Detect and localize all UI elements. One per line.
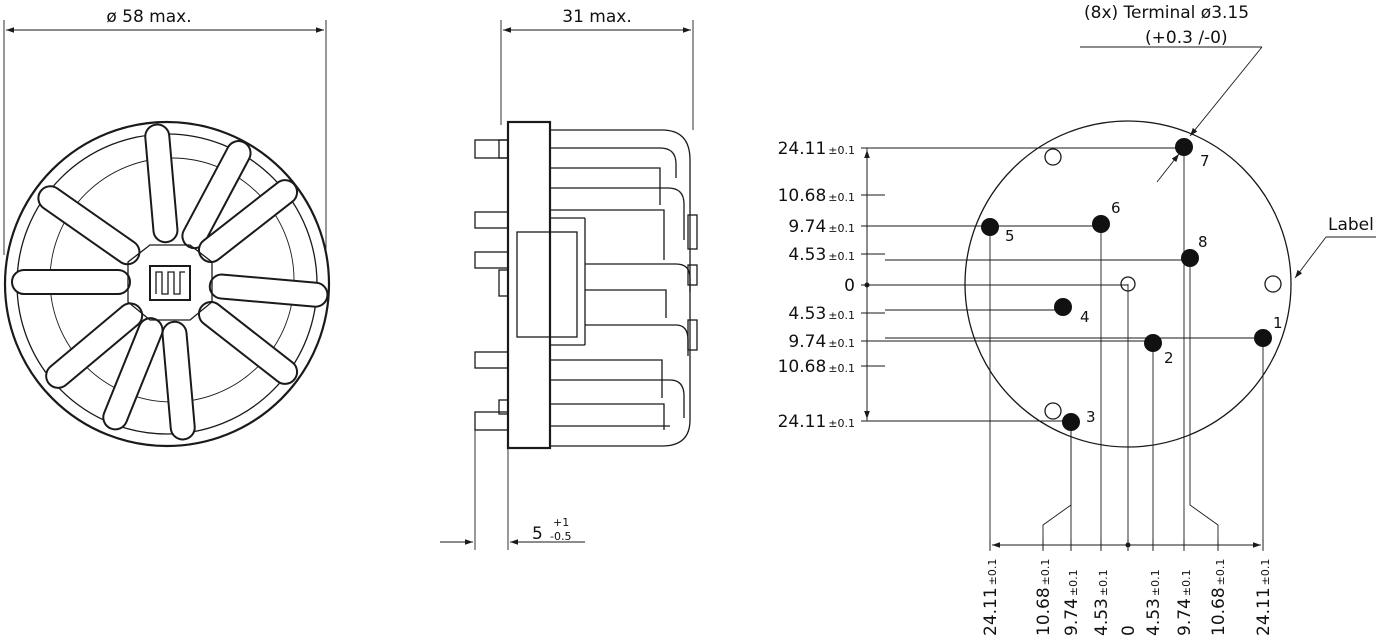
vertical-dim-label: 4.53±0.1 <box>788 245 855 265</box>
side-body-outline <box>550 129 691 447</box>
terminal-pin <box>1181 249 1199 267</box>
horizontal-dim-label: 9.74±0.1 <box>1175 569 1195 636</box>
terminal-pin <box>1254 329 1272 347</box>
pin-length-label: 5 <box>532 524 543 544</box>
terminal-pin-number: 1 <box>1273 314 1283 332</box>
horizontal-dim-label: 24.11±0.1 <box>1254 559 1274 636</box>
horizontal-dim-label: 4.53±0.1 <box>1092 569 1112 636</box>
terminal-callout-line2: (+0.3 /-0) <box>1145 28 1228 48</box>
terminal-pin <box>1054 298 1072 316</box>
pin-leader-vertical <box>1042 422 1072 550</box>
side-flange <box>506 120 552 450</box>
top-view: (8x) Terminal ø3.15 (+0.3 /-0) Label <box>964 3 1376 448</box>
terminal-pin <box>1175 138 1193 156</box>
terminal-callout-line1: (8x) Terminal ø3.15 <box>1084 3 1249 23</box>
terminal-pin <box>1062 413 1080 431</box>
terminal-callout-leader <box>1189 46 1263 137</box>
vertical-dim-label: 24.11±0.1 <box>778 412 855 432</box>
vertical-dim-label: 24.11±0.1 <box>778 139 855 159</box>
vertical-dim-label: 9.74±0.1 <box>788 217 855 237</box>
logo-mark-icon <box>155 271 185 295</box>
vertical-dim-label: 0 <box>844 276 855 296</box>
terminal-pin <box>1144 334 1162 352</box>
pin-tol-minus: -0.5 <box>550 530 571 543</box>
side-windings <box>550 147 691 430</box>
terminals: 1 2 3 4 5 6 7 8 <box>885 138 1283 550</box>
terminal-pin-number: 6 <box>1111 199 1121 217</box>
horizontal-dim-label: 10.68±0.1 <box>1209 559 1229 636</box>
horizontal-dimensions: 24.11±0.1 10.68±0.1 9.74±0.1 4.53±0.1 0 4.53±… <box>981 539 1274 636</box>
vertical-dim-label: 10.68±0.1 <box>778 357 855 377</box>
side-view: 31 max. <box>440 7 698 550</box>
horizontal-dim-label: 24.11±0.1 <box>981 559 1001 636</box>
vertical-dimensions: 24.11±0.1 10.68±0.1 9.74±0.1 4.53±0.1 0 4.53±… <box>778 139 885 432</box>
housing-outer-circle <box>3 120 331 448</box>
terminal-pin <box>981 218 999 236</box>
horizontal-dim-label: 10.68±0.1 <box>1034 559 1054 636</box>
center-hub <box>127 244 213 321</box>
mounting-holes <box>1044 148 1282 420</box>
horizontal-dim-label: 0 <box>1119 625 1139 636</box>
terminal-pin-number: 7 <box>1200 152 1210 170</box>
horizontal-dim-label: 4.53±0.1 <box>1144 569 1164 636</box>
vertical-dim-origin <box>864 282 870 288</box>
terminal-pin <box>1092 215 1110 233</box>
core-spokes <box>11 123 329 441</box>
vertical-dim-label: 10.68±0.1 <box>778 186 855 206</box>
vertical-dim-label: 4.53±0.1 <box>788 304 855 324</box>
terminal-pin-number: 2 <box>1164 349 1174 367</box>
terminal-size-arrow <box>1156 153 1180 183</box>
terminal-pin-number: 8 <box>1198 233 1208 251</box>
front-view: ø 58 max. <box>3 7 331 448</box>
label-callout: Label <box>1328 215 1374 235</box>
horizontal-dim-label: 9.74±0.1 <box>1062 569 1082 636</box>
pin-leader-vertical <box>1189 258 1219 550</box>
side-pins <box>474 139 698 431</box>
label-callout-leader <box>1294 236 1327 279</box>
terminal-pin-number: 3 <box>1086 408 1096 426</box>
length-label: 31 max. <box>562 7 631 27</box>
pin-tol-plus: +1 <box>553 516 569 529</box>
vertical-dim-label: 9.74±0.1 <box>788 332 855 352</box>
terminal-pin-number: 4 <box>1080 308 1090 326</box>
diameter-label: ø 58 max. <box>106 7 191 27</box>
side-label-plate <box>516 231 578 338</box>
terminal-pin-number: 5 <box>1005 227 1015 245</box>
